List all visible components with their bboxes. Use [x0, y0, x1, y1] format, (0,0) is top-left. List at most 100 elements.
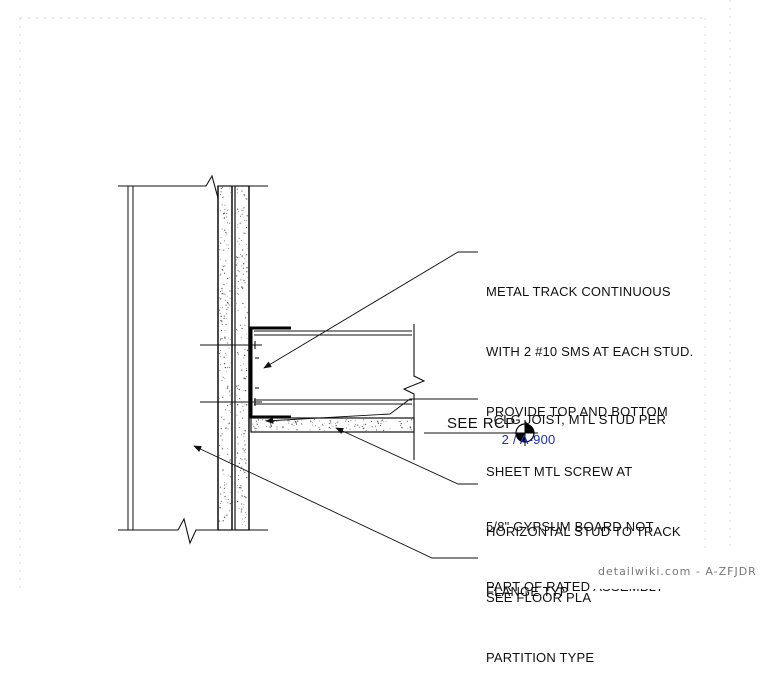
gypsum-stipple-dot [244, 348, 246, 350]
gypsum-stipple-dot [241, 369, 243, 371]
gypsum-stipple-dot [235, 264, 238, 266]
gypsum-stipple-dot [324, 423, 326, 425]
gypsum-stipple-dot [229, 502, 231, 505]
gypsum-stipple-dot [240, 215, 241, 217]
gypsum-stipple-dot [236, 275, 238, 277]
gypsum-stipple-dot [238, 398, 240, 400]
gypsum-stipple-dot [344, 420, 346, 422]
gypsum-stipple-dot [288, 420, 290, 422]
note-see-rcp: SEE RCP [447, 415, 516, 432]
gypsum-stipple-dot [225, 299, 226, 301]
gypsum-stipple-dot [229, 394, 231, 396]
gypsum-stipple-dot [229, 297, 231, 299]
gypsum-stipple-dot [301, 424, 303, 426]
gypsum-stipple-dot [223, 484, 226, 486]
gypsum-stipple-dot [236, 500, 239, 503]
wall-stud-lines [127, 186, 134, 530]
gypsum-stipple-dot [244, 317, 247, 319]
gypsum-stipple-dot [236, 404, 239, 406]
gypsum-stipple-dot [246, 271, 248, 273]
gypsum-stipple-dot [226, 277, 229, 280]
gypsum-stipple-dot [241, 255, 243, 257]
gypsum-stipple-dot [255, 429, 257, 431]
gypsum-stipple-dot [287, 420, 289, 422]
gypsum-stipple-dot [311, 424, 313, 426]
gypsum-stipple-dot [354, 425, 356, 427]
gypsum-stipple-dot [237, 227, 239, 229]
detail-reference-link[interactable]: 2 / A-900 [501, 432, 556, 447]
gypsum-stipple-dot [236, 303, 238, 304]
gypsum-stipple-dot [241, 459, 243, 461]
gypsum-stipple-dot [374, 425, 376, 427]
note-clg-joist-text: CLG JOIST, MTL STUD PER [493, 412, 667, 427]
gypsum-stipple-dot [382, 429, 385, 432]
gypsum-stipple-dot [226, 448, 228, 449]
gypsum-stipple-dot [314, 419, 316, 421]
gypsum-stipple-dot [222, 196, 224, 198]
gypsum-stipple-dot [221, 268, 223, 271]
gypsum-stipple-dot [245, 462, 247, 464]
gypsum-stipple-dot [228, 422, 231, 424]
gypsum-stipple-dot [228, 510, 230, 512]
gypsum-stipple-dot [239, 257, 241, 258]
gypsum-stipple-dot [223, 249, 225, 251]
gypsum-stipple-dot [229, 491, 231, 493]
gypsum-stipple-dot [221, 204, 223, 206]
gypsum-stipple-dot [363, 419, 365, 421]
gypsum-stipple-dot [223, 356, 225, 358]
gypsum-stipple-dot [237, 241, 239, 242]
gypsum-stipple-dot [242, 267, 245, 269]
gypsum-stipple-dot [226, 387, 229, 389]
gypsum-stipple-dot [238, 508, 240, 509]
gypsum-stipple-dot [221, 439, 223, 441]
gypsum-stipple-dot [314, 425, 316, 427]
gypsum-stipple-dot [221, 416, 223, 418]
gypsum-stipple-dot [243, 507, 244, 509]
gypsum-stipple-dot [243, 279, 245, 282]
gypsum-stipple-dot [238, 294, 239, 295]
note-metal-track-line-3: PROVIDE TOP AND BOTTOM [486, 404, 668, 419]
gypsum-stipple-dot [246, 312, 248, 314]
gypsum-stipple-dot [238, 243, 240, 245]
gypsum-stipple-dot [347, 424, 349, 426]
gypsum-stipple-dot [309, 429, 311, 431]
gypsum-stipple-dot [238, 487, 240, 489]
gypsum-stipple-dot [242, 286, 244, 288]
gypsum-stipple-dot [246, 368, 247, 370]
gypsum-stipple-dot [225, 498, 227, 500]
gypsum-stipple-dot [221, 321, 223, 323]
gypsum-stipple-dot [220, 364, 221, 366]
gypsum-stipple-dot [235, 385, 238, 387]
gypsum-stipple-dot [246, 267, 248, 269]
gypsum-stipple-dot [219, 444, 221, 446]
gypsum-stipple-dot [220, 291, 221, 293]
gypsum-stipple-dot [223, 491, 225, 493]
gypsum-stipple-dot [297, 420, 299, 422]
gypsum-stipple-dot [221, 433, 223, 435]
gypsum-stipple-dot [225, 231, 227, 234]
gypsum-stipple-dot [276, 428, 278, 430]
gypsum-stipple-dot [241, 337, 243, 339]
gypsum-stipple-dot [236, 330, 238, 331]
gypsum-stipple-dot [235, 256, 238, 258]
gypsum-stipple-dot [219, 370, 221, 372]
gypsum-stipple-dot [242, 470, 244, 472]
gypsum-stipple-dot [246, 337, 248, 339]
gypsum-stipple-dot [220, 338, 222, 340]
detail-drawing [19, 0, 731, 589]
gypsum-stipple-dot [243, 450, 245, 452]
gypsum-stipple-dot [227, 385, 229, 387]
gypsum-stipple-dot [224, 294, 226, 296]
gypsum-stipple-dot [381, 419, 383, 421]
gypsum-stipple-dot [243, 410, 244, 412]
gypsum-stipple-dot [237, 288, 239, 290]
gypsum-stipple-dot [237, 280, 239, 283]
gypsum-stipple-dot [241, 239, 243, 242]
gypsum-stipple-dot [237, 256, 239, 259]
gypsum-stipple-dot [241, 434, 243, 436]
gypsum-stipple-dot [241, 510, 243, 512]
gypsum-stipple-dot [269, 426, 271, 428]
gypsum-stipple-dot [257, 419, 260, 421]
gypsum-stipple-dot [225, 313, 227, 315]
gypsum-stipple-dot [246, 513, 247, 515]
